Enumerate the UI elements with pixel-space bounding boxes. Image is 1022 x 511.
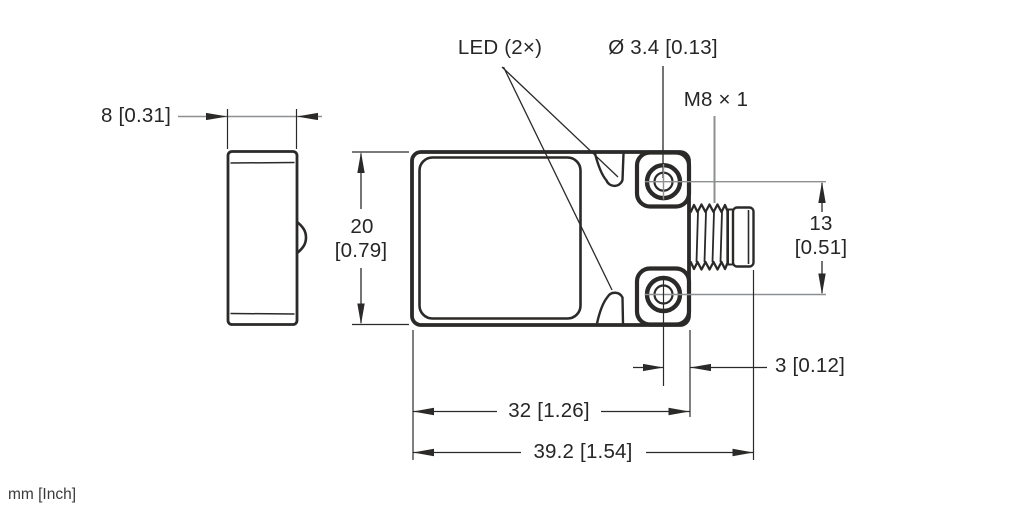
arrowhead — [413, 448, 434, 457]
dim-housing-length — [412, 330, 690, 460]
dim-label-housing-depth: 8 [0.31] — [101, 103, 171, 127]
dim-label-housing-length: 32 [1.26] — [508, 398, 590, 422]
dim-housing-depth — [178, 109, 322, 149]
dim-label-connector-offset-inch: [0.51] — [794, 235, 848, 259]
arrowhead — [643, 363, 664, 372]
arrowhead — [732, 448, 754, 457]
dim-label-connector-offset-mm: 13 — [809, 211, 833, 235]
callout-label-led: LED (2×) — [457, 35, 543, 59]
arrowhead — [357, 303, 365, 325]
dim-overall-length — [413, 448, 754, 457]
arrowhead — [413, 407, 434, 416]
led-leader-top — [501, 66, 619, 178]
side-view-top-edge-line — [230, 161, 295, 164]
thread-flank — [695, 211, 699, 263]
dim-housing-height — [352, 151, 409, 326]
arrowhead — [357, 152, 365, 173]
arrowhead — [690, 363, 711, 372]
callout-label-thread: M8 × 1 — [683, 87, 749, 111]
housing-outline — [410, 150, 691, 327]
connector-body — [731, 206, 755, 268]
arrowhead — [206, 112, 228, 121]
arrowhead — [818, 273, 826, 295]
side-view-bottom-edge-line — [230, 312, 295, 315]
dim-label-housing-height-inch: [0.79] — [334, 238, 388, 262]
led-leader-bottom — [502, 66, 613, 291]
active-face — [418, 156, 582, 320]
dim-label-housing-height-mm: 20 — [350, 214, 374, 238]
side-view-outline — [226, 150, 299, 326]
dim-label-hole-edge-distance: 3 [0.12] — [775, 353, 845, 377]
arrowhead — [296, 112, 318, 121]
thread-flank — [719, 211, 723, 263]
side-view-bump — [295, 220, 308, 255]
led-window-top — [593, 153, 625, 188]
thread-flank — [703, 211, 707, 263]
connector-m8 — [689, 203, 755, 271]
arrowhead — [818, 181, 826, 203]
dim-hole-edge-distance — [633, 270, 767, 460]
callout-label-hole-diameter: Ø 3.4 [0.13] — [608, 35, 718, 59]
thread-flank — [711, 211, 715, 263]
dim-label-overall-length: 39.2 [1.54] — [533, 439, 633, 463]
leader-lines — [501, 66, 716, 291]
units-note: mm [Inch] — [8, 486, 77, 503]
side-view — [226, 150, 308, 326]
front-view — [410, 150, 692, 327]
dim-connector-offset — [818, 181, 826, 295]
led-window-bottom — [595, 291, 625, 324]
arrowhead — [668, 407, 690, 416]
